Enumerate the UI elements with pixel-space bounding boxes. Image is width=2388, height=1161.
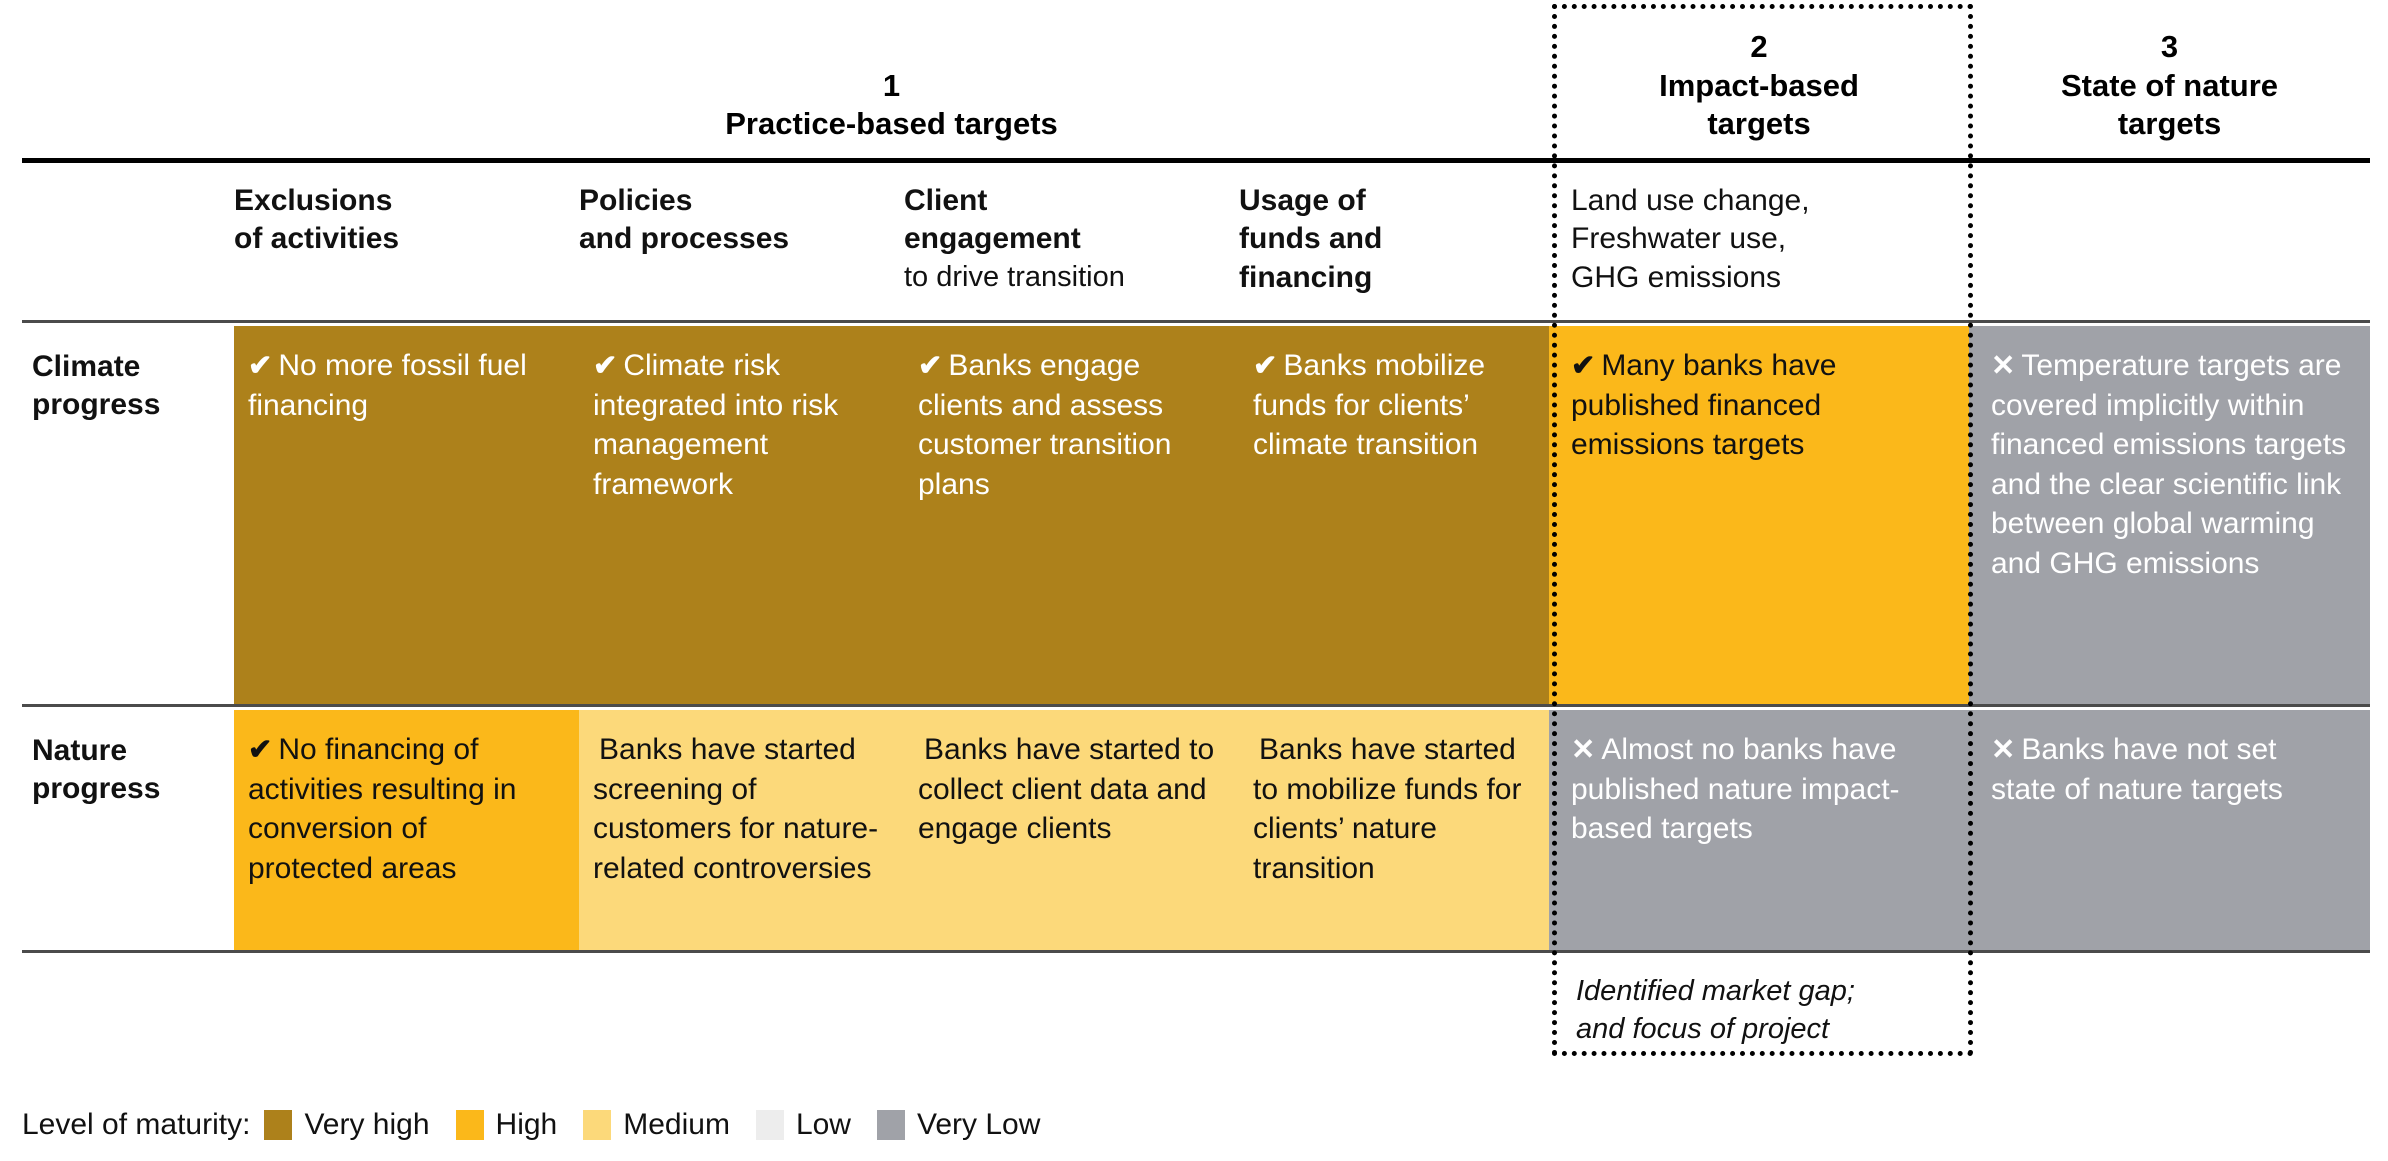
cell-text: Banks engage clients and assess customer… — [918, 349, 1172, 501]
column-header-divider — [22, 320, 2370, 323]
group-header-impact-based: 2 Impact-based targets — [1549, 0, 1969, 158]
legend-label: High — [495, 1108, 558, 1141]
cell-text: Banks mobilize funds for clients’ climat… — [1253, 349, 1486, 462]
table-bottom-divider — [22, 950, 2370, 953]
cell-climate-policies: ✔Climate risk integrated into risk manag… — [579, 326, 904, 704]
legend-label: Very Low — [916, 1108, 1041, 1141]
legend-label: Very high — [304, 1108, 430, 1141]
cell-climate-client-engagement: ✔Banks engage clients and assess custome… — [904, 326, 1239, 704]
climate-nature-divider — [22, 704, 2370, 707]
check-icon: ✔ — [1253, 350, 1278, 382]
legend-item-high: High — [455, 1108, 558, 1142]
check-icon: ✔ — [593, 350, 618, 382]
cell-text: Banks have not set state of nature targe… — [1991, 733, 2283, 806]
legend-swatch-high — [455, 1110, 484, 1140]
legend-label: Medium — [623, 1108, 730, 1141]
column-header-client-engagement: Client engagement to drive transition — [904, 160, 1239, 320]
cell-text: Temperature targets are covered implicit… — [1991, 349, 2347, 580]
column-header-impact-metrics: Land use change, Freshwater use, GHG emi… — [1549, 160, 1969, 320]
row-label-climate-progress: Climate progress — [22, 326, 234, 704]
header-divider-heavy — [22, 158, 2370, 163]
group-number: 3 — [2160, 28, 2179, 64]
cell-climate-state-of-nature: ✕Temperature targets are covered implici… — [1969, 326, 2370, 704]
group-number: 1 — [882, 67, 901, 103]
legend-swatch-medium — [583, 1110, 612, 1140]
legend-item-low: Low — [755, 1108, 851, 1142]
cell-nature-usage-of-funds: Banks have started to mobilize funds for… — [1239, 710, 1549, 950]
legend-label: Low — [795, 1108, 851, 1141]
legend-item-very-high: Very high — [264, 1108, 430, 1142]
matrix-grid: 1 Practice-based targets 2 Impact-based … — [22, 0, 2370, 1075]
column-header-title: Client engagement — [904, 184, 1081, 256]
check-icon: ✔ — [248, 734, 273, 766]
cell-nature-policies: Banks have started screening of customer… — [579, 710, 904, 950]
legend-swatch-very-low — [876, 1110, 905, 1140]
legend-swatch-low — [755, 1110, 784, 1140]
group-name: Practice-based targets — [725, 106, 1058, 142]
cell-nature-client-engagement: Banks have started to collect client dat… — [904, 710, 1239, 950]
cell-climate-exclusions: ✔No more fossil fuel financing — [234, 326, 579, 704]
column-header-usage-of-funds: Usage of funds and financing — [1239, 160, 1549, 320]
cell-text: Banks have started to collect client dat… — [918, 733, 1215, 846]
group-header-state-of-nature: 3 State of nature targets — [1969, 0, 2370, 158]
cell-text: Banks have started screening of customer… — [593, 733, 879, 885]
cross-icon: ✕ — [1571, 734, 1596, 766]
cell-nature-state-of-nature: ✕Banks have not set state of nature targ… — [1969, 710, 2370, 950]
cell-nature-impact-based: ✕Almost no banks have published nature i… — [1549, 710, 1969, 950]
cell-text: Many banks have published financed emiss… — [1571, 349, 1837, 462]
check-icon: ✔ — [1571, 350, 1596, 382]
check-icon: ✔ — [918, 350, 943, 382]
group-header-practice-based: 1 Practice-based targets — [234, 0, 1549, 158]
column-header-state-of-nature-metrics — [1969, 160, 2370, 320]
legend-title: Level of maturity: — [22, 1108, 251, 1141]
cell-climate-usage-of-funds: ✔Banks mobilize funds for clients’ clima… — [1239, 326, 1549, 704]
cell-text: No more fossil fuel financing — [248, 349, 527, 422]
cross-icon: ✕ — [1991, 350, 2016, 382]
cell-text: Banks have started to mobilize funds for… — [1253, 733, 1522, 885]
market-gap-footnote: Identified market gap; and focus of proj… — [1576, 975, 1855, 1046]
column-header-title: Land use change, Freshwater use, GHG emi… — [1571, 184, 1810, 294]
legend-item-medium: Medium — [583, 1108, 730, 1142]
check-icon: ✔ — [248, 350, 273, 382]
group-name: State of nature targets — [2060, 67, 2279, 142]
maturity-legend: Level of maturity: Very high High Medium… — [22, 1108, 1066, 1142]
column-header-title: Exclusions of activities — [234, 184, 400, 256]
column-header-title: Policies and processes — [579, 184, 790, 256]
cross-icon: ✕ — [1991, 734, 2016, 766]
column-header-title: Usage of funds and financing — [1239, 184, 1383, 294]
cell-text: Climate risk integrated into risk manage… — [593, 349, 839, 501]
cell-climate-impact-based: ✔Many banks have published financed emis… — [1549, 326, 1969, 704]
column-header-subtitle: to drive transition — [904, 260, 1125, 293]
cell-text: Almost no banks have published nature im… — [1571, 733, 1900, 846]
group-name: Impact-based targets — [1659, 67, 1859, 142]
column-header-exclusions: Exclusions of activities — [234, 160, 579, 320]
legend-swatch-very-high — [264, 1110, 293, 1140]
row-label-nature-progress: Nature progress — [22, 710, 234, 950]
cell-text: No financing of activities resulting in … — [248, 733, 517, 885]
cell-nature-exclusions: ✔No financing of activities resulting in… — [234, 710, 579, 950]
column-header-policies: Policies and processes — [579, 160, 904, 320]
group-number: 2 — [1750, 28, 1768, 64]
legend-item-very-low: Very Low — [876, 1108, 1041, 1142]
